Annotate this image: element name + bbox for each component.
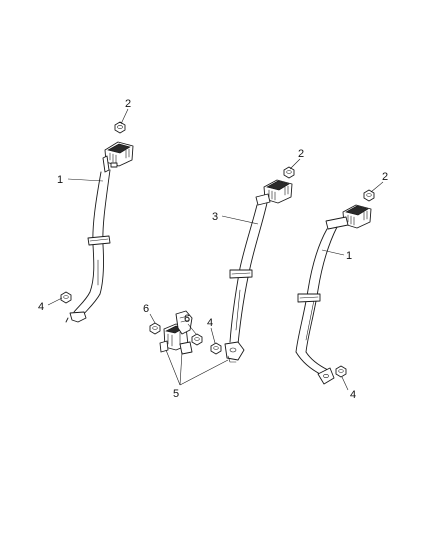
callout-4-right: 4 (350, 389, 356, 401)
left-seat-belt-assembly (60, 121, 134, 323)
left-retractor (102, 141, 134, 173)
callout-2-left: 2 (125, 98, 131, 110)
callout-6-right: 6 (184, 313, 190, 325)
callout-3: 3 (212, 211, 218, 223)
callout-1-left: 1 (57, 174, 63, 186)
right-webbing (295, 226, 338, 385)
center-seat-belt-assembly (210, 166, 295, 363)
center-webbing (224, 202, 268, 363)
center-retractor (255, 179, 293, 206)
callout-1-right: 1 (346, 250, 352, 262)
callout-4-left: 4 (38, 301, 44, 313)
callout-2-center: 2 (298, 148, 304, 160)
callout-5: 5 (173, 388, 179, 400)
buckle-nut-right (191, 333, 203, 346)
callout-4-center: 4 (207, 317, 213, 329)
left-webbing (65, 169, 111, 323)
right-lower-nut (335, 365, 347, 378)
right-retractor (325, 204, 372, 230)
buckle-assembly (159, 310, 193, 355)
callout-2-right: 2 (382, 171, 388, 183)
buckle-nut-left (149, 322, 161, 335)
leader-lines (47, 108, 384, 391)
right-top-nut (363, 189, 375, 202)
center-top-nut (283, 166, 295, 179)
center-lower-nut (210, 342, 222, 355)
callout-labels: 2 1 4 2 3 2 1 4 6 6 4 5 (38, 98, 388, 401)
callout-6-left: 6 (143, 303, 149, 315)
left-lower-nut (60, 291, 72, 304)
left-top-nut (114, 121, 126, 134)
right-seat-belt-assembly (295, 189, 375, 385)
